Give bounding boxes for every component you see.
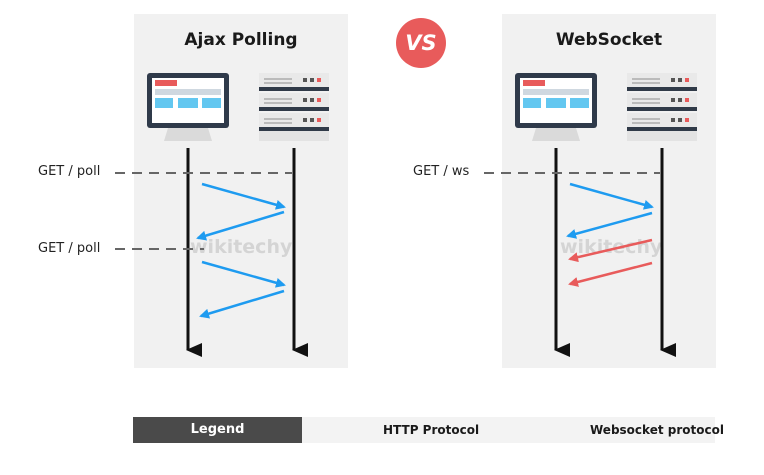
vs-badge: VS [396,18,446,68]
legend-title: Legend [133,417,302,443]
server-rack-icon-left [259,73,329,141]
ws-message-arrow-1 [568,238,653,263]
client-monitor-icon-left [147,73,229,141]
ws-handshake-request-arrow [569,182,654,210]
legend-bar [302,417,715,443]
legend-http-label: HTTP Protocol [383,423,480,437]
get-ws-label: GET / ws [413,164,470,179]
watermark-left: wikitechy [190,236,293,258]
get-poll-label-1: GET / poll [38,164,101,179]
ws-message-arrow-2 [568,261,653,287]
watermark-right: wikitechy [560,236,663,258]
http-response-arrow-2 [199,289,285,319]
ajax-polling-title: Ajax Polling [184,30,298,50]
client-monitor-icon-right [515,73,597,141]
legend-websocket-label: Websocket protocol [590,423,724,437]
get-poll-label-2: GET / poll [38,241,101,256]
websocket-title: WebSocket [555,30,663,50]
http-request-arrow-1 [201,182,286,210]
http-request-arrow-2 [201,260,286,288]
ws-handshake-response-arrow [566,211,653,239]
server-rack-icon-right [627,73,697,141]
http-response-arrow-1 [196,210,285,241]
